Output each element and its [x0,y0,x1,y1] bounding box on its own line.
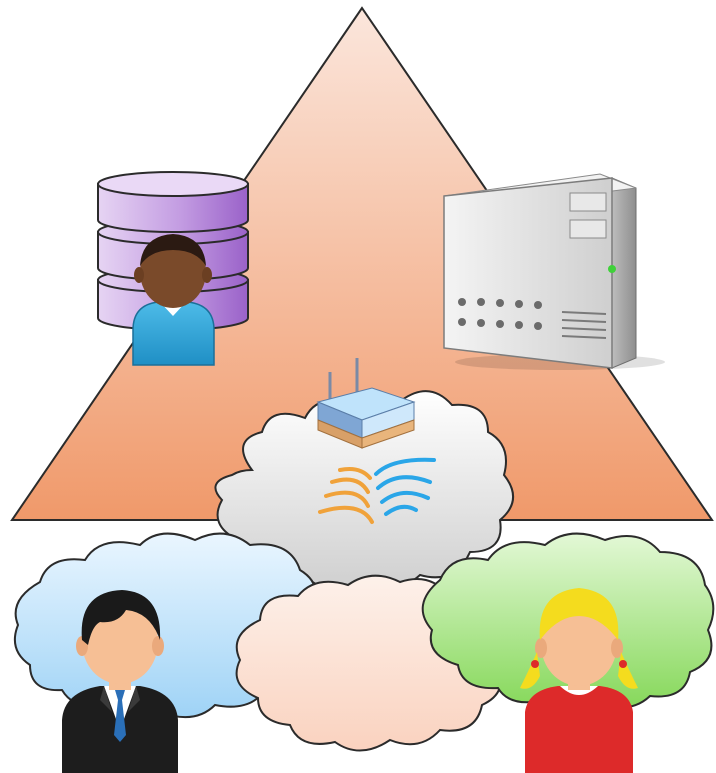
db-user-icon [132,234,215,366]
wireless-router-icon [316,358,416,449]
businessman-icon [62,590,178,773]
girl-icon [520,588,638,773]
wifi-signal-icon [318,457,436,524]
server-tower-icon [443,173,665,370]
